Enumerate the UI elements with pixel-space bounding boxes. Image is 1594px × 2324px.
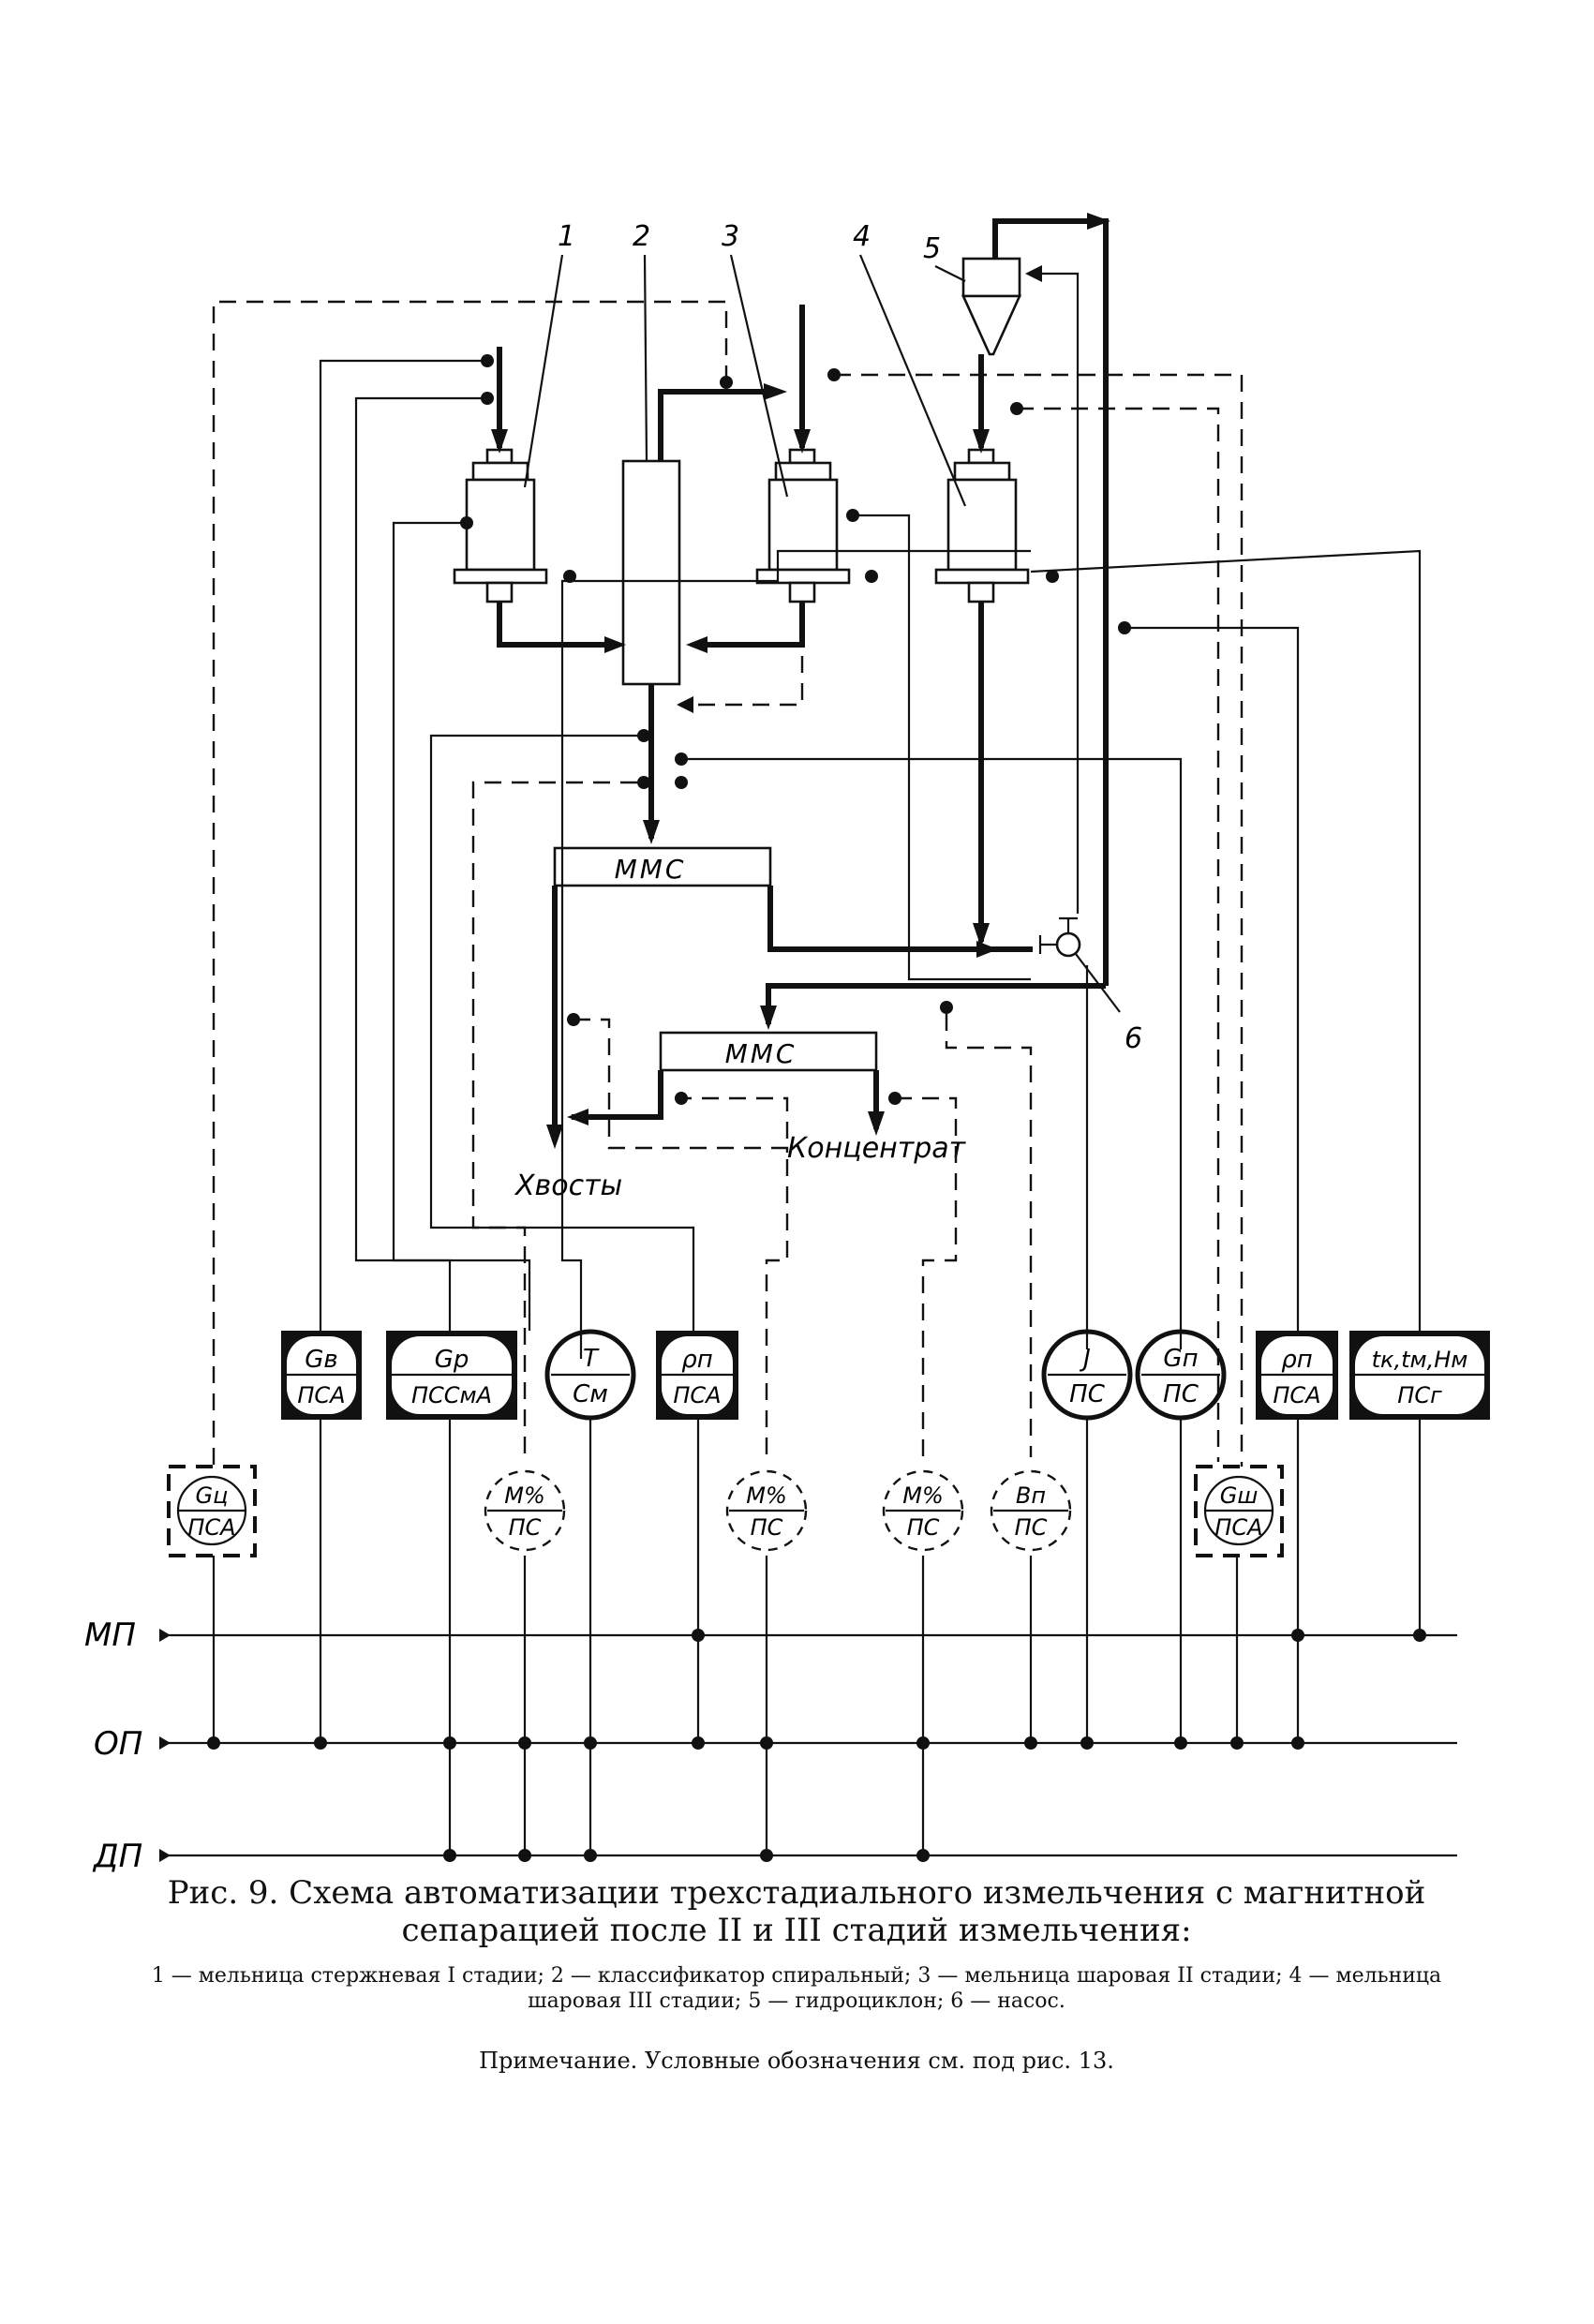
instrument-rhop-psa-2: ρп ПСА [1256,1331,1338,1420]
figure-legend: 1 — мельница стержневая I стадии; 2 — кл… [151,1964,1442,2013]
instrument-temp-top: tк,tм,Hм [1372,1347,1468,1373]
bus-drops [212,1420,1422,1855]
tails-label: Хвосты [514,1169,622,1202]
concentrate-label: Концентрат [787,1132,967,1165]
pump-6 [1038,916,1081,958]
instrument-mpct1-bottom: ПС [509,1514,542,1541]
recirculation-dashed [679,602,804,707]
instrument-j-top: J [1079,1345,1091,1373]
instrument-gp-top: Gп [1163,1345,1198,1373]
label-5: 5 [923,232,941,265]
instrument-gr-bottom: ПССмА [411,1382,492,1408]
instrument-temp-bottom: ПСг [1397,1382,1442,1408]
equipment-labels: 1 2 3 4 5 6 [523,220,1142,1055]
instrument-gp-bottom: ПС [1163,1380,1199,1408]
instrument-rhop1-top: ρп [681,1346,713,1374]
mill-4 [934,448,1030,603]
label-1: 1 [558,220,575,253]
instrument-gsh-bottom: ПСА [1214,1514,1262,1541]
instrument-bp-top: Bп [1016,1482,1046,1509]
instrument-j-ps: J ПС [1041,1329,1133,1421]
instrument-gsh-top: Gш [1220,1482,1259,1509]
instrument-rhop-psa-1: ρп ПСА [656,1331,738,1420]
instrument-gc-bottom: ПСА [187,1514,235,1541]
flow-arrowheads [491,213,1110,1149]
bus-op-label: ОП [94,1725,142,1763]
instrument-bp-ps: Bп ПС [990,1469,1072,1552]
bus-mp-label: МП [84,1616,136,1654]
instrument-gc-top: Gц [196,1482,229,1509]
separator-1-label: ММС [615,854,687,885]
signal-lines-dashed [212,300,1244,1467]
instrument-mpct3-bottom: ПС [907,1514,940,1541]
label-4: 4 [853,220,871,253]
instrument-mpct-ps-1: M% ПС [484,1469,566,1552]
automation-scheme-diagram: ММС ММС [84,213,1490,1874]
instrument-gv-bottom: ПСА [297,1382,345,1408]
bus-junctions [207,1629,1426,1862]
separator-mms-1: ММС [553,846,772,887]
instrument-mpct2-bottom: ПС [751,1514,783,1541]
cyclone-feed-line [1029,272,1080,914]
instrument-gp-ps: Gп ПС [1135,1329,1227,1421]
classifier-2 [621,459,681,686]
label-6: 6 [1125,1022,1142,1055]
instrument-gsh-psa: Gш ПСА [1194,1465,1284,1557]
instrument-gr-top: Gр [435,1346,469,1374]
sensor-points [460,354,1131,1105]
material-flows [497,218,1109,1141]
figure-caption-title: Рис. 9. Схема автоматизации трехстадиаль… [167,1874,1426,1949]
signal-lines [319,359,1422,1359]
instrument-rhop1-bottom: ПСА [673,1382,721,1408]
instrument-j-bottom: ПС [1069,1380,1106,1408]
instrument-mpct2-top: M% [746,1482,787,1509]
bus-lines [159,1629,1457,1862]
separator-2-label: ММС [725,1038,797,1069]
hydrocyclone-5 [961,257,1022,356]
label-2: 2 [633,220,650,253]
label-3: 3 [722,220,739,253]
instrument-gv-top: Gв [305,1346,337,1374]
instrument-mpct3-top: M% [902,1482,944,1509]
instrument-mpct1-top: M% [504,1482,545,1509]
instrument-t-top: T [583,1345,600,1373]
figure-note: Примечание. Условные обозначения см. под… [479,2048,1114,2074]
instrument-gr-pssma: Gр ПССмА [386,1331,517,1420]
separator-mms-2: ММС [659,1031,878,1072]
mill-3 [755,448,851,603]
instrument-mpct-ps-2: M% ПС [725,1469,808,1552]
instrument-rhop2-top: ρп [1281,1346,1313,1374]
bus-dp-label: ДП [92,1838,142,1874]
instrument-t-sm: T См [544,1329,636,1421]
instrument-t-bottom: См [573,1380,608,1408]
instrument-temp-level-psg: tк,tм,Hм ПСг [1349,1331,1490,1420]
instrument-gv-psa: Gв ПСА [281,1331,362,1420]
instrument-mpct-ps-3: M% ПС [882,1469,964,1552]
instrument-gc-psa: Gц ПСА [167,1465,257,1557]
instrument-bp-bottom: ПС [1015,1514,1048,1541]
instrument-rhop2-bottom: ПСА [1273,1382,1320,1408]
